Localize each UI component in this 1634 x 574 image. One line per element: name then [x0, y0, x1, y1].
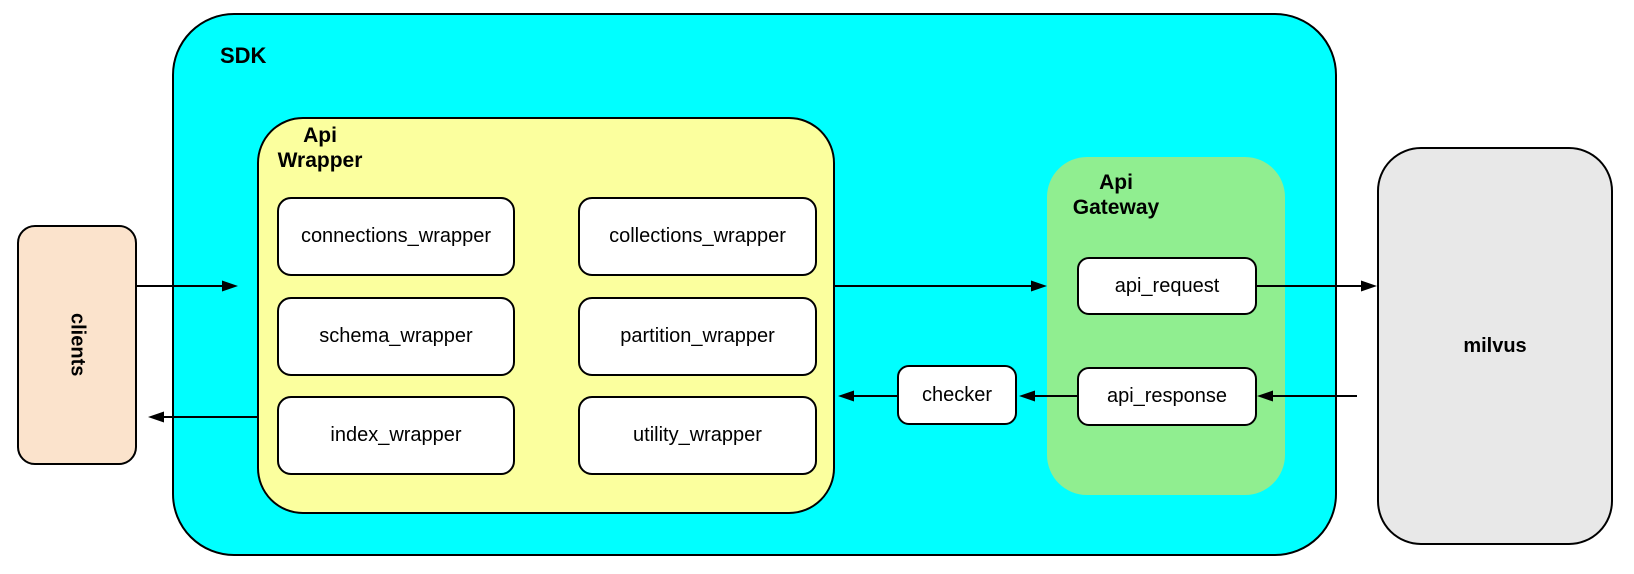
api-request-node: api_request	[1077, 257, 1257, 315]
sdk-container: SDK Api Wrapper connections_wrapper coll…	[172, 13, 1337, 556]
api-gateway-label-line1: Api	[1099, 171, 1133, 194]
api-wrapper-container: Api Wrapper connections_wrapper collecti…	[257, 117, 835, 514]
api-gateway-label-line2: Gateway	[1072, 196, 1160, 219]
clients-label: clients	[66, 313, 89, 377]
milvus-node: milvus	[1377, 147, 1613, 545]
api-wrapper-label-line1: Api	[303, 124, 337, 147]
api-gateway-label: Api Gateway	[1061, 170, 1171, 220]
partition-wrapper-node: partition_wrapper	[578, 297, 817, 376]
api-wrapper-label: Api Wrapper	[268, 123, 372, 173]
api-wrapper-label-line2: Wrapper	[277, 149, 363, 172]
utility-wrapper-node: utility_wrapper	[578, 396, 817, 475]
sdk-label: SDK	[220, 43, 267, 68]
api-gateway-container: Api Gateway api_request api_response	[1047, 157, 1285, 495]
checker-node: checker	[897, 365, 1017, 425]
index-wrapper-node: index_wrapper	[277, 396, 515, 475]
collections-wrapper-node: collections_wrapper	[578, 197, 817, 276]
connections-wrapper-node: connections_wrapper	[277, 197, 515, 276]
schema-wrapper-node: schema_wrapper	[277, 297, 515, 376]
api-response-node: api_response	[1077, 367, 1257, 426]
clients-node: clients	[17, 225, 137, 465]
